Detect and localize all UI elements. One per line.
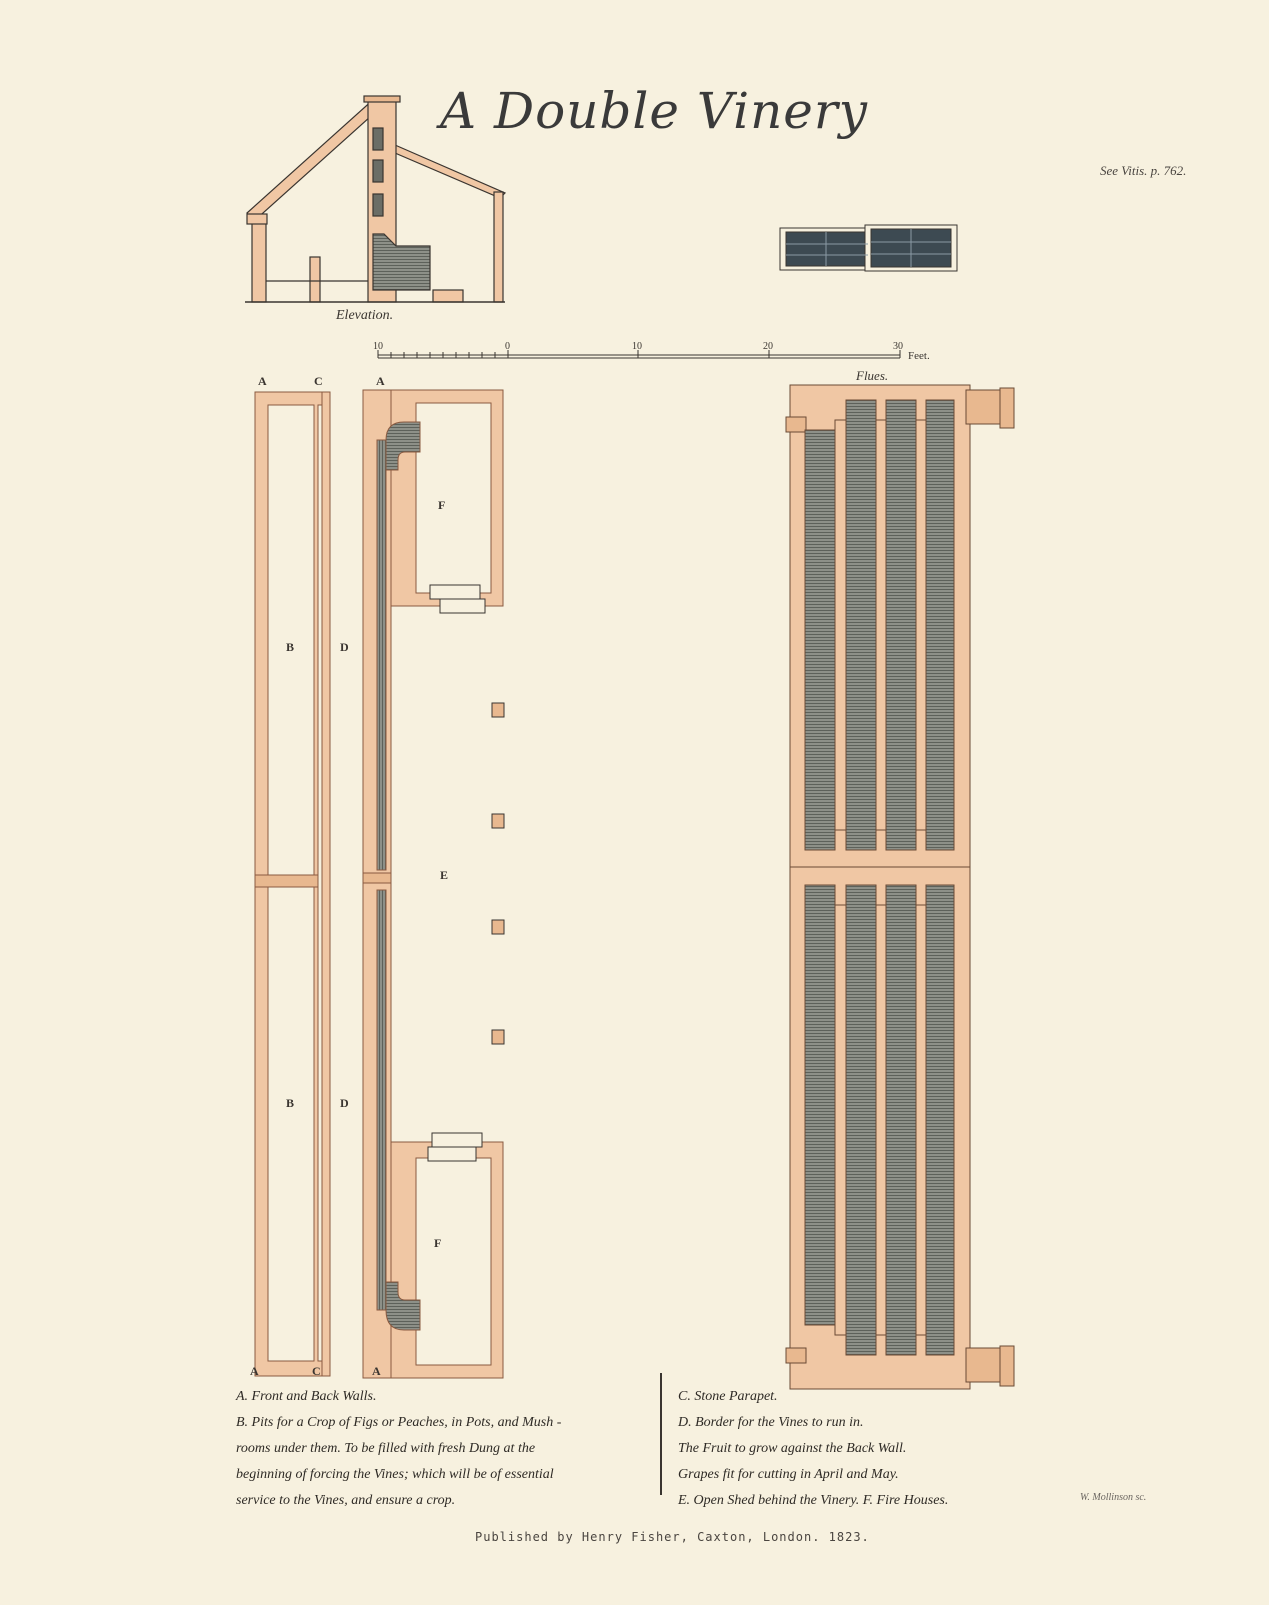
- legend-line: C. Stone Parapet.: [678, 1389, 778, 1404]
- legend-divider: [660, 1373, 662, 1495]
- legend-line: The Fruit to grow against the Back Wall.: [678, 1441, 907, 1456]
- shed-post-2: [491, 813, 505, 829]
- letter-b-upper: B: [286, 640, 295, 654]
- legend-line: Grapes fit for cutting in April and May.: [678, 1467, 899, 1482]
- scale-bar: [377, 350, 901, 359]
- scale-tick-10: 10: [632, 341, 642, 352]
- scale-tick-30: 30: [893, 341, 903, 352]
- elevation-drawing: [245, 95, 507, 303]
- flues-label: Flues.: [856, 368, 889, 383]
- legend-line: E. Open Shed behind the Vinery. F. Fire …: [678, 1493, 949, 1508]
- scale-tick-0: 0: [505, 341, 510, 352]
- elevation-back-roof: [394, 144, 507, 199]
- letter-a-top-front: A: [258, 374, 267, 388]
- scale-tick-10-left: 10: [373, 341, 383, 352]
- letter-d-lower: D: [340, 1096, 349, 1110]
- shed-post-1: [491, 702, 505, 718]
- elevation-shed-wall: [493, 191, 504, 303]
- elevation-label: Elevation.: [336, 308, 394, 323]
- letter-c-bottom: C: [312, 1364, 321, 1378]
- scale-tick-20: 20: [763, 341, 773, 352]
- legend-line: D. Border for the Vines to run in.: [678, 1415, 864, 1430]
- scale-unit: Feet.: [908, 350, 930, 362]
- letter-b-lower: B: [286, 1096, 295, 1110]
- legend-line: service to the Vines, and ensure a crop.: [236, 1493, 456, 1508]
- letter-d-upper: D: [340, 640, 349, 654]
- elevation-furnace: [372, 233, 431, 291]
- front-wall-plan: [254, 391, 331, 1377]
- legend-line: B. Pits for a Crop of Figs or Peaches, i…: [236, 1415, 562, 1430]
- letter-a-top-back: A: [376, 374, 385, 388]
- legend-line: rooms under them. To be filled with fres…: [236, 1441, 536, 1456]
- letter-f-lower: F: [434, 1236, 442, 1250]
- sash-detail: [779, 224, 958, 272]
- shed-post-4: [491, 1029, 505, 1045]
- letter-f-upper: F: [438, 498, 446, 512]
- plate-title: A Double Vinery: [440, 82, 869, 140]
- legend-line: beginning of forcing the Vines; which wi…: [236, 1467, 554, 1482]
- legend-line: A. Front and Back Walls.: [236, 1389, 377, 1404]
- reference-note: See Vitis. p. 762.: [1100, 163, 1187, 178]
- engraver-credit: W. Mollinson sc.: [1080, 1492, 1147, 1503]
- letter-a-bottom-front: A: [250, 1364, 259, 1378]
- publisher-line: Published by Henry Fisher, Caxton, Londo…: [475, 1530, 870, 1544]
- letter-e: E: [440, 868, 449, 882]
- legend-right: C. Stone Parapet. D. Border for the Vine…: [678, 1384, 948, 1514]
- shed-post-3: [491, 919, 505, 935]
- elevation-front-wall: [251, 221, 267, 303]
- flues-plan: [785, 384, 1015, 1390]
- elevation-front-roof: [246, 97, 381, 223]
- legend-left: A. Front and Back Walls. B. Pits for a C…: [236, 1384, 561, 1514]
- back-wall-plan: [362, 389, 505, 1379]
- letter-a-bottom-back: A: [372, 1364, 381, 1378]
- letter-c-top: C: [314, 374, 323, 388]
